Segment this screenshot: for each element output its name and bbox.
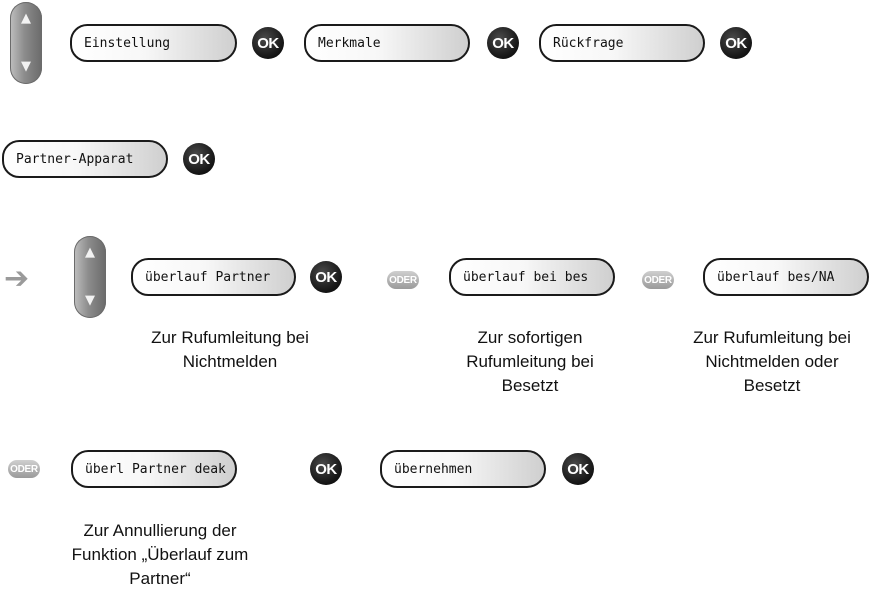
nav-down-icon[interactable]: ▼ <box>21 59 31 74</box>
oder-badge: ODER <box>387 271 419 289</box>
ok-button[interactable]: OK <box>562 453 594 485</box>
key-partner-apparat[interactable]: Partner-Apparat <box>2 140 168 178</box>
description-besetzt: Zur sofortigen Rufumleitung bei Besetzt <box>466 328 594 395</box>
description-nichtmelden: Zur Rufumleitung bei Nichtmelden <box>151 328 309 371</box>
oder-badge: ODER <box>642 271 674 289</box>
key-einstellung[interactable]: Einstellung <box>70 24 237 62</box>
ok-button[interactable]: OK <box>487 27 519 59</box>
key-ueberl-partner-deak[interactable]: überl Partner deak <box>71 450 237 488</box>
key-ueberlauf-bei-bes[interactable]: überlauf bei bes <box>449 258 615 296</box>
ok-button[interactable]: OK <box>310 453 342 485</box>
navigator-rocker[interactable]: ▲ ▼ <box>10 2 42 84</box>
ok-button[interactable]: OK <box>310 261 342 293</box>
description-annullierung: Zur Annullierung der Funktion „Überlauf … <box>71 521 249 588</box>
key-merkmale[interactable]: Merkmale <box>304 24 470 62</box>
ok-button[interactable]: OK <box>183 143 215 175</box>
ok-button[interactable]: OK <box>720 27 752 59</box>
nav-up-icon[interactable]: ▲ <box>85 245 95 260</box>
ok-button[interactable]: OK <box>252 27 284 59</box>
key-ueberlauf-partner[interactable]: überlauf Partner <box>131 258 296 296</box>
nav-up-icon[interactable]: ▲ <box>21 11 31 26</box>
key-ueberlauf-bes-na[interactable]: überlauf bes/NA <box>703 258 869 296</box>
nav-down-icon[interactable]: ▼ <box>85 293 95 308</box>
description-nichtmelden-oder-besetzt: Zur Rufumleitung bei Nichtmelden oder Be… <box>693 328 851 395</box>
navigator-rocker[interactable]: ▲ ▼ <box>74 236 106 318</box>
key-uebernehmen[interactable]: übernehmen <box>380 450 546 488</box>
key-rueckfrage[interactable]: Rückfrage <box>539 24 705 62</box>
oder-badge: ODER <box>8 460 40 478</box>
arrow-right-icon: ➔ <box>4 261 30 296</box>
